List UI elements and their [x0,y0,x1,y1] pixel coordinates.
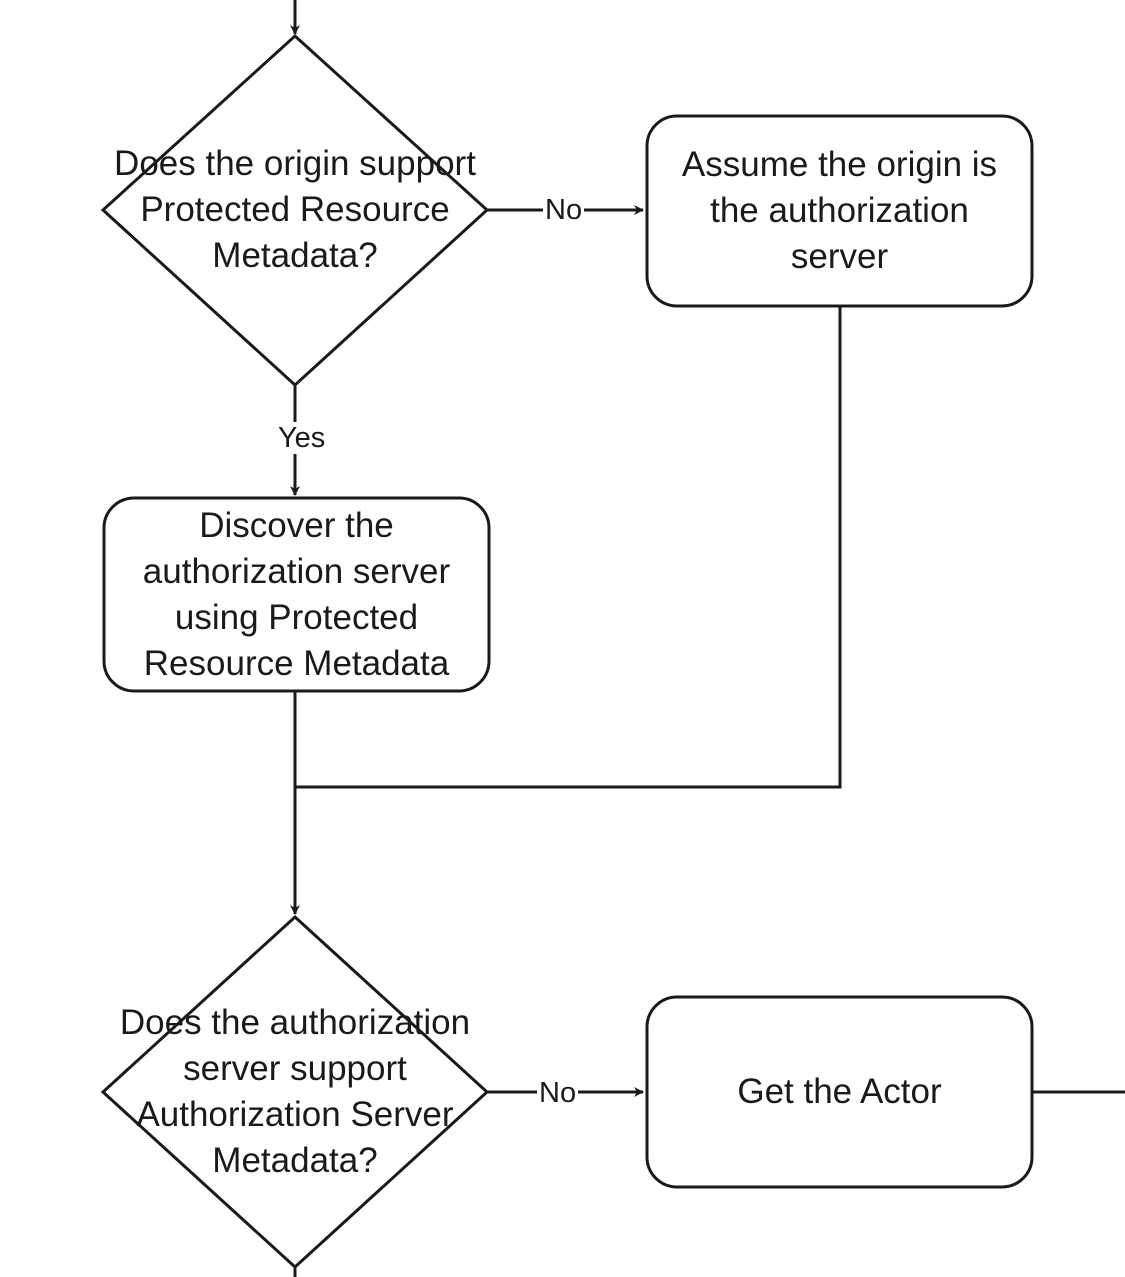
assume-origin-label: Assume the origin is the authorization s… [681,145,998,276]
edge-asm-no-label: No [537,1077,579,1109]
edge-prm-yes-label: Yes [276,422,328,454]
edge-prm-no-label: No [543,194,585,226]
discover-as-label: Discover the authorization server using … [142,505,451,683]
decision-asm-label: Does the authorization server support Au… [119,1003,471,1180]
edge-assume-merge [295,306,842,789]
get-actor-label: Get the Actor [737,1072,942,1111]
decision-prm-label: Does the origin support Protected Resour… [114,144,476,275]
